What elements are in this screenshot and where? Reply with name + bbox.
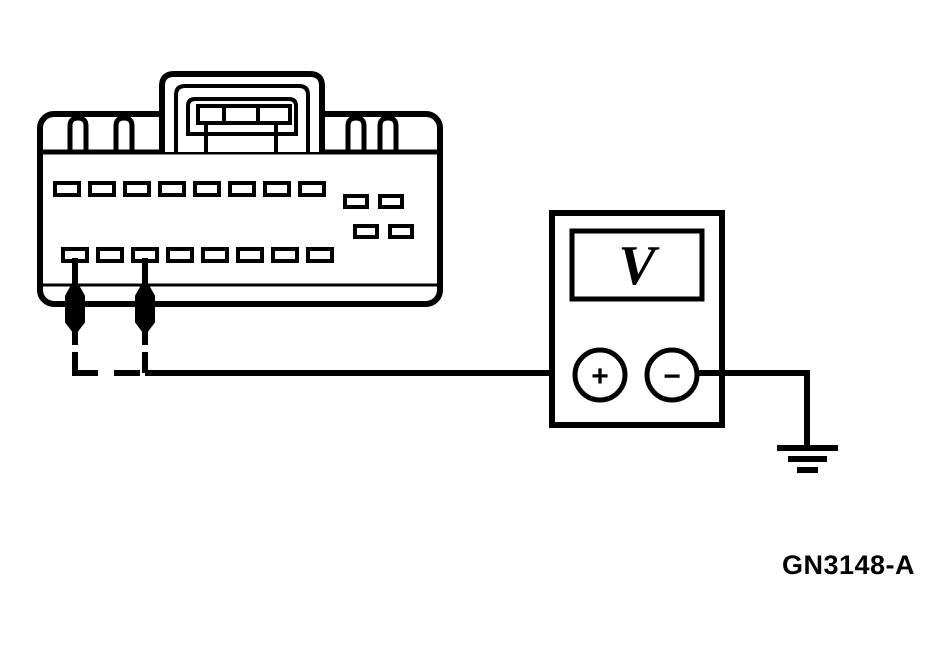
positive-test-lead	[72, 352, 576, 376]
cavity-small-4	[388, 224, 414, 239]
test-probe-1	[65, 258, 85, 345]
cavity-top-6	[228, 181, 256, 197]
positive-terminal-ring[interactable]	[572, 347, 628, 403]
bottom-cavity-row	[61, 247, 334, 263]
figure-label: GN3148-A	[781, 550, 915, 580]
top-cavity-row	[53, 181, 326, 197]
cavity-bottom-6	[236, 247, 264, 263]
connector-latch	[159, 71, 325, 152]
small-cavity-cluster	[343, 194, 414, 239]
latch-middle-shell	[174, 84, 310, 152]
test-probe-2	[135, 258, 155, 345]
cavity-top-1	[53, 181, 81, 197]
negative-terminal[interactable]: −	[644, 347, 700, 403]
voltmeter[interactable]: V + −	[549, 210, 725, 428]
cavity-small-2	[378, 194, 404, 209]
connector-rib-right-1	[345, 115, 367, 152]
meter-display	[569, 228, 705, 302]
positive-terminal-sign: +	[591, 360, 609, 393]
cavity-small-3	[353, 224, 379, 239]
latch-segment-1	[196, 104, 226, 125]
chassis-ground	[777, 445, 838, 473]
positive-terminal[interactable]: +	[572, 347, 628, 403]
cavity-bottom-8	[306, 247, 334, 263]
cavity-top-7	[263, 181, 291, 197]
connector-rib-left-2	[113, 115, 135, 152]
connector-rib-left-1	[67, 115, 89, 152]
cavity-top-2	[88, 181, 116, 197]
cavity-bottom-4	[166, 247, 194, 263]
cavity-top-5	[193, 181, 221, 197]
negative-ground-lead	[697, 370, 810, 448]
negative-terminal-sign: −	[663, 360, 681, 393]
meter-display-value: V	[618, 235, 660, 297]
cavity-bottom-2	[96, 247, 124, 263]
cavity-bottom-7	[271, 247, 299, 263]
connector-rib-right-2	[377, 115, 399, 152]
electrical-connector	[37, 71, 443, 307]
cavity-top-3	[123, 181, 151, 197]
cavity-small-1	[343, 194, 369, 209]
cavity-bottom-5	[201, 247, 229, 263]
cavity-top-4	[158, 181, 186, 197]
cavity-top-8	[298, 181, 326, 197]
latch-segment-2	[222, 104, 260, 125]
latch-segment-3	[256, 104, 292, 125]
